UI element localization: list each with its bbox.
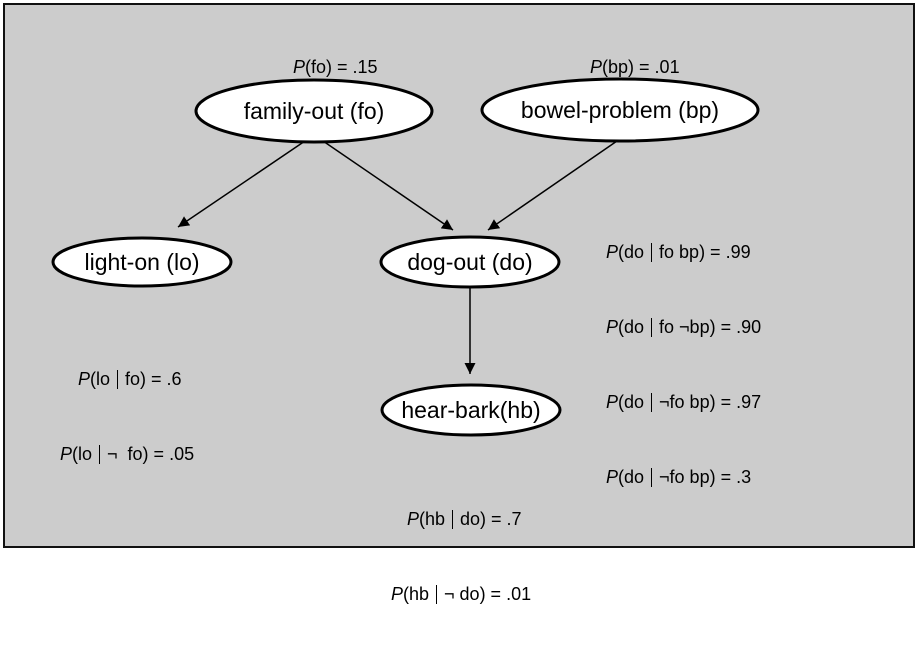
given-bar <box>99 445 101 464</box>
network-graph: family-out (fo) bowel-problem (bp) light… <box>51 77 760 437</box>
prob-head: (hb <box>419 509 446 529</box>
given-bar <box>436 585 438 604</box>
prob-text: (fo) = .15 <box>305 57 378 77</box>
cpt-row: P(hb do) = .7 <box>391 507 531 532</box>
prob-tail: fo ¬bp) = .90 <box>659 317 762 337</box>
prob-tail: fo bp) = .99 <box>659 242 751 262</box>
prob-p-symbol: P <box>78 369 91 389</box>
prob-p-symbol: P <box>60 444 73 464</box>
cpt-row: P(hb ¬ do) = .01 <box>391 582 531 607</box>
node-label-bowel-problem: bowel-problem (bp) <box>521 97 719 123</box>
prob-p-symbol: P <box>293 57 306 77</box>
prob-head: (lo <box>90 369 111 389</box>
edge-fo-to-lo <box>177 140 306 228</box>
prob-text: (bp) = .01 <box>602 57 680 77</box>
prob-head: (do <box>618 392 645 412</box>
prob-p-symbol: P <box>391 584 404 604</box>
prob-tail: ¬fo bp) = .97 <box>659 392 762 412</box>
given-bar <box>651 468 653 487</box>
node-label-hear-bark: hear-bark(hb) <box>401 397 540 423</box>
cpt-row: P(do fo bp) = .99 <box>606 240 761 265</box>
prob-head: (lo <box>72 444 93 464</box>
prob-bowel-problem: P(bp) = .01 <box>570 30 680 105</box>
bayesian-network-diagram: family-out (fo) bowel-problem (bp) light… <box>3 3 915 604</box>
cpt-row: P(lo ¬ fo) = .05 <box>60 442 194 467</box>
prob-tail: ¬fo bp) = .3 <box>659 467 752 487</box>
edges-layer <box>177 140 618 374</box>
node-dog-out: dog-out (do) <box>379 235 561 289</box>
given-bar <box>651 243 653 262</box>
given-bar <box>651 393 653 412</box>
prob-tail: fo) = .6 <box>125 369 182 389</box>
prob-head: (do <box>618 467 645 487</box>
cpt-row: P(do ¬fo bp) = .97 <box>606 390 761 415</box>
node-label-dog-out: dog-out (do) <box>407 249 532 275</box>
prob-p-symbol: P <box>606 242 619 262</box>
given-bar <box>452 510 454 529</box>
prob-tail: do) = .7 <box>460 509 522 529</box>
node-hear-bark: hear-bark(hb) <box>380 383 562 437</box>
prob-p-symbol: P <box>606 467 619 487</box>
prob-head: (hb <box>403 584 430 604</box>
prob-tail: ¬ fo) = .05 <box>107 444 195 464</box>
prob-p-symbol: P <box>606 317 619 337</box>
prob-head: (do <box>618 317 645 337</box>
cpt-row: P(do fo ¬bp) = .90 <box>606 315 761 340</box>
node-bowel-problem: bowel-problem (bp) <box>480 77 760 143</box>
node-label-family-out: family-out (fo) <box>244 98 385 124</box>
given-bar <box>651 318 653 337</box>
node-light-on: light-on (lo) <box>51 236 233 288</box>
prob-family-out: P(fo) = .15 <box>273 30 378 105</box>
prob-head: (do <box>618 242 645 262</box>
cpt-row: P(do ¬fo bp) = .3 <box>606 465 761 490</box>
prob-p-symbol: P <box>606 392 619 412</box>
node-label-light-on: light-on (lo) <box>84 249 199 275</box>
prob-p-symbol: P <box>407 509 420 529</box>
prob-tail: ¬ do) = .01 <box>444 584 532 604</box>
given-bar <box>117 370 119 389</box>
prob-p-symbol: P <box>590 57 603 77</box>
edge-bp-to-do <box>487 140 618 231</box>
edge-fo-to-do <box>322 140 454 231</box>
node-family-out: family-out (fo) <box>194 78 434 144</box>
cpt-row: P(lo fo) = .6 <box>60 367 194 392</box>
